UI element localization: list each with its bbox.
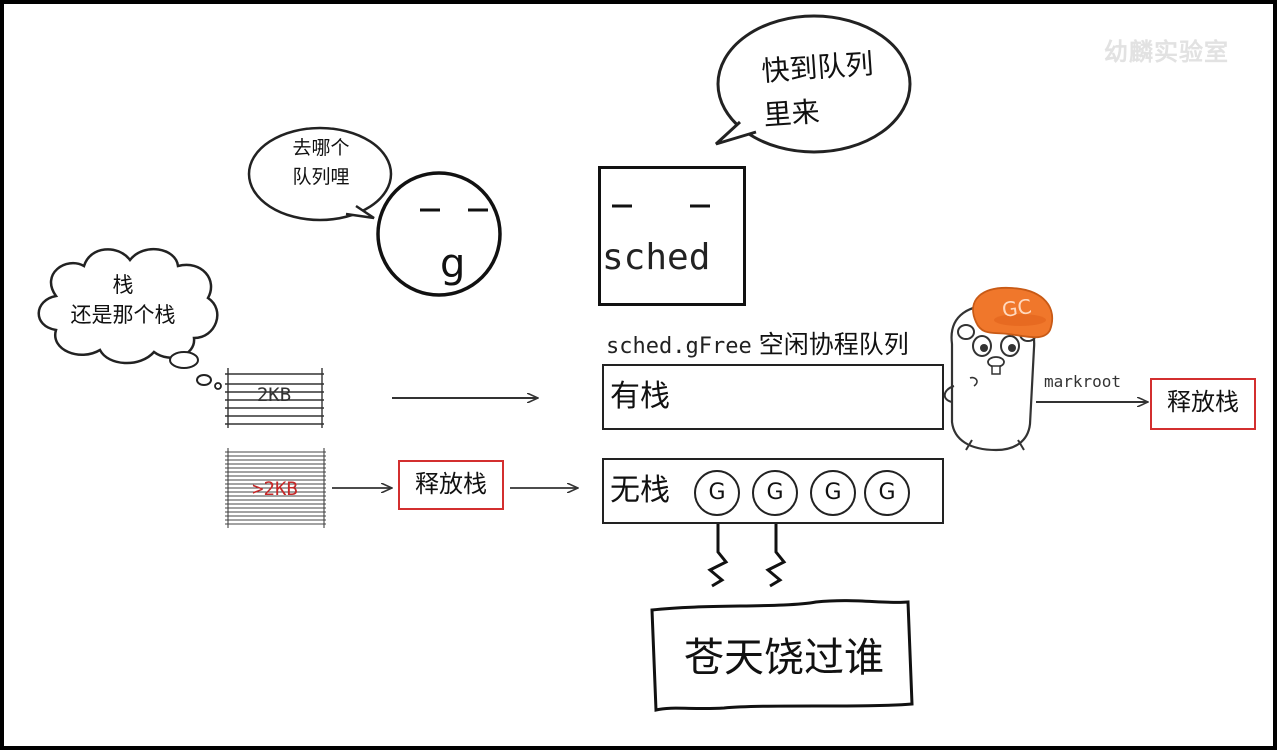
sched-bubble-text: 快到队列 里来 <box>741 41 897 139</box>
stack-large-label: >2KB <box>252 478 298 500</box>
diagram-lines <box>37 14 1273 712</box>
g-bubble-line-2: 队列哩 <box>292 166 350 188</box>
cloud-bubble-line-2: 还是那个栈 <box>70 303 176 327</box>
diagram-canvas: 幼麟实验室 <box>4 4 1273 746</box>
g-speech-bubble <box>247 126 393 222</box>
g-bubble-line-1: 去哪个 <box>292 137 350 159</box>
zigzag-connector-1 <box>707 518 729 588</box>
cloud-bubble-text: 栈 还是那个栈 <box>48 270 198 330</box>
stack-2kb-label: 2KB <box>256 384 292 406</box>
bottom-box-outline <box>650 599 914 712</box>
stack-thought-cloud <box>37 247 222 390</box>
stack-2kb-icon <box>225 368 324 428</box>
g-item: G <box>810 470 856 516</box>
free-stack-box-right: 释放栈 <box>1150 378 1256 430</box>
gfree-title-code: sched.gFree <box>606 334 752 359</box>
g-item: G <box>694 470 740 516</box>
g-face <box>376 171 502 297</box>
gc-hat-label: GC <box>1000 294 1033 322</box>
queue-with-stack: 有栈 <box>602 364 944 430</box>
sched-label: sched <box>602 237 711 278</box>
markroot-label: markroot <box>1044 372 1122 391</box>
bottom-box-text: 苍天饶过谁 <box>684 635 884 681</box>
watermark: 幼麟实验室 <box>1104 38 1229 66</box>
gc-gopher-mascot <box>943 287 1054 452</box>
free-stack-box-left: 释放栈 <box>398 460 504 510</box>
queue-with-stack-label: 有栈 <box>610 379 670 414</box>
gfree-title-cn: 空闲协程队列 <box>758 330 909 359</box>
cloud-bubble-line-1: 栈 <box>112 273 134 297</box>
stack-large-icon <box>225 448 326 528</box>
g-label: g <box>440 241 466 287</box>
sched-box <box>598 166 746 306</box>
g-item: G <box>864 470 910 516</box>
gfree-title: sched.gFree 空闲协程队列 <box>606 330 909 362</box>
g-item: G <box>752 470 798 516</box>
g-bubble-text: 去哪个 队列哩 <box>266 134 376 192</box>
zigzag-connector-2 <box>765 518 787 588</box>
queue-without-stack-label: 无栈 <box>610 473 670 508</box>
sched-speech-bubble <box>714 14 912 154</box>
